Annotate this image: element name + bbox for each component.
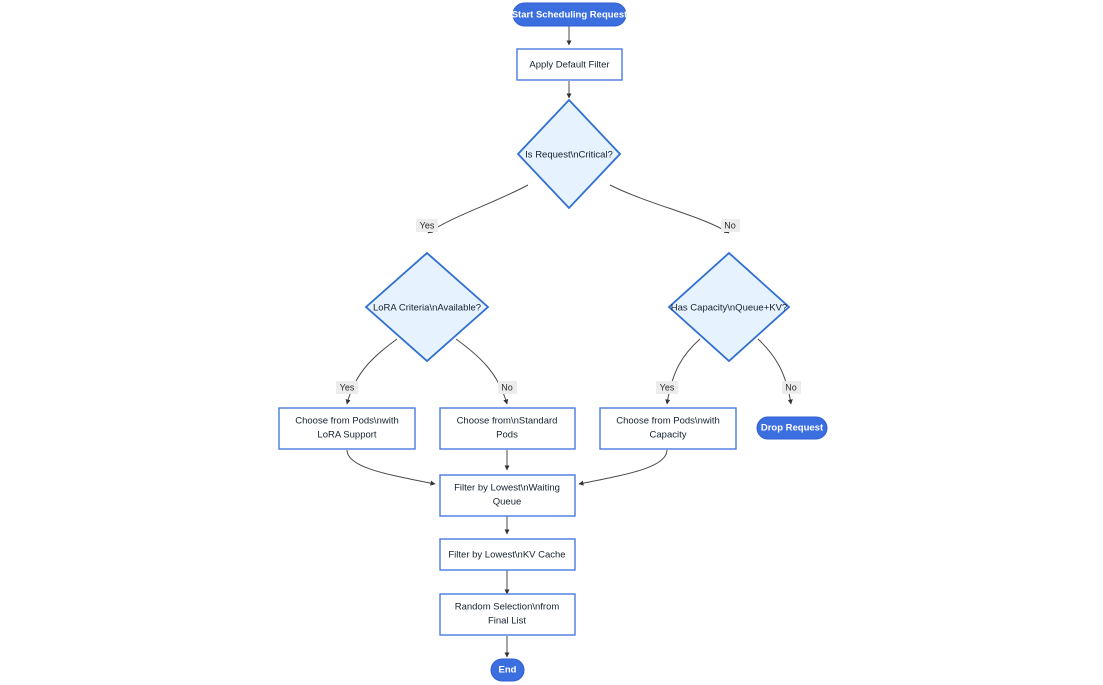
node-lora-criteria-available-label: LoRA Criteria\nAvailable? bbox=[373, 303, 481, 314]
node-filter-kv-cache-label: Filter by Lowest\nKV Cache bbox=[448, 550, 565, 561]
edge-capacity-yes bbox=[665, 338, 701, 405]
node-filter-kv-cache-shape[interactable] bbox=[439, 538, 576, 571]
node-start-label: Start Scheduling Request bbox=[512, 10, 628, 21]
edge-labels-layer: Yes No Yes No Yes No bbox=[336, 219, 801, 394]
node-random-selection[interactable]: Random Selection\nfrom Final List bbox=[439, 593, 576, 636]
node-start-shape[interactable] bbox=[512, 2, 627, 27]
node-random-selection-label-line1: Random Selection\nfrom bbox=[455, 602, 560, 613]
edge-label-capacity-yes: Yes bbox=[656, 381, 678, 394]
edge-label-capacity-no: No bbox=[782, 381, 801, 394]
node-choose-capacity-pods-shape[interactable] bbox=[599, 407, 737, 450]
edge-choose-lora-pods-to-filter-waiting-queue bbox=[346, 449, 436, 486]
node-filter-waiting-queue-shape[interactable] bbox=[439, 474, 576, 517]
edge-choose-capacity-pods-to-filter-waiting-queue bbox=[578, 449, 668, 486]
node-drop-request-label: Drop Request bbox=[761, 423, 824, 434]
edge-label-lora-yes-text: Yes bbox=[340, 382, 355, 392]
node-choose-lora-pods-shape[interactable] bbox=[278, 407, 416, 450]
node-end[interactable]: End bbox=[490, 658, 525, 682]
edge-label-lora-no: No bbox=[498, 381, 517, 394]
edge-label-critical-yes-text: Yes bbox=[420, 220, 435, 230]
node-filter-waiting-queue-label-line1: Filter by Lowest\nWaiting bbox=[454, 483, 560, 494]
node-random-selection-label-line2: Final List bbox=[488, 616, 526, 627]
edge-label-capacity-yes-text: Yes bbox=[660, 382, 675, 392]
edge-is-request-critical-yes bbox=[427, 184, 529, 234]
edge-is-request-critical-no bbox=[609, 184, 730, 234]
edge-label-critical-yes: Yes bbox=[416, 219, 438, 232]
edge-label-lora-yes: Yes bbox=[336, 381, 358, 394]
edge-label-critical-no: No bbox=[721, 219, 740, 232]
edge-lora-yes bbox=[345, 338, 398, 405]
node-has-capacity-label: Has Capacity\nQueue+KV? bbox=[671, 303, 787, 314]
node-lora-criteria-available-shape[interactable] bbox=[364, 251, 490, 363]
edge-label-critical-no-text: No bbox=[724, 220, 736, 230]
edges-layer bbox=[345, 26, 793, 658]
edge-label-lora-no-text: No bbox=[501, 382, 513, 392]
node-choose-lora-pods[interactable]: Choose from Pods\nwith LoRA Support bbox=[278, 407, 416, 450]
node-end-shape[interactable] bbox=[490, 658, 525, 682]
node-choose-capacity-pods-label-line2: Capacity bbox=[650, 430, 687, 441]
node-choose-standard-pods-label-line2: Pods bbox=[496, 430, 518, 441]
node-drop-request[interactable]: Drop Request bbox=[756, 416, 828, 440]
node-is-request-critical-label: Is Request\nCritical? bbox=[525, 150, 613, 161]
node-filter-kv-cache[interactable]: Filter by Lowest\nKV Cache bbox=[439, 538, 576, 571]
node-filter-waiting-queue[interactable]: Filter by Lowest\nWaiting Queue bbox=[439, 474, 576, 517]
node-choose-capacity-pods-label-line1: Choose from Pods\nwith bbox=[616, 416, 720, 427]
node-apply-default-filter-label: Apply Default Filter bbox=[529, 60, 609, 71]
node-random-selection-shape[interactable] bbox=[439, 593, 576, 636]
node-choose-standard-pods-label-line1: Choose from\nStandard bbox=[457, 416, 558, 427]
edge-capacity-no bbox=[757, 338, 793, 405]
node-start[interactable]: Start Scheduling Request bbox=[512, 2, 628, 27]
node-is-request-critical-shape[interactable] bbox=[516, 98, 622, 210]
node-lora-criteria-available[interactable]: LoRA Criteria\nAvailable? bbox=[364, 251, 490, 363]
node-apply-default-filter-shape[interactable] bbox=[516, 48, 623, 81]
node-choose-standard-pods[interactable]: Choose from\nStandard Pods bbox=[439, 407, 576, 450]
edge-label-capacity-no-text: No bbox=[785, 382, 797, 392]
node-has-capacity-shape[interactable] bbox=[667, 251, 791, 363]
node-apply-default-filter[interactable]: Apply Default Filter bbox=[516, 48, 623, 81]
node-choose-standard-pods-shape[interactable] bbox=[439, 407, 576, 450]
node-end-label: End bbox=[499, 665, 517, 676]
node-filter-waiting-queue-label-line2: Queue bbox=[493, 497, 522, 508]
node-drop-request-shape[interactable] bbox=[756, 416, 828, 440]
node-is-request-critical[interactable]: Is Request\nCritical? bbox=[516, 98, 622, 210]
node-choose-lora-pods-label-line2: LoRA Support bbox=[317, 430, 377, 441]
node-choose-lora-pods-label-line1: Choose from Pods\nwith bbox=[295, 416, 399, 427]
node-choose-capacity-pods[interactable]: Choose from Pods\nwith Capacity bbox=[599, 407, 737, 450]
edge-lora-no bbox=[455, 338, 509, 405]
node-has-capacity[interactable]: Has Capacity\nQueue+KV? bbox=[667, 251, 791, 363]
